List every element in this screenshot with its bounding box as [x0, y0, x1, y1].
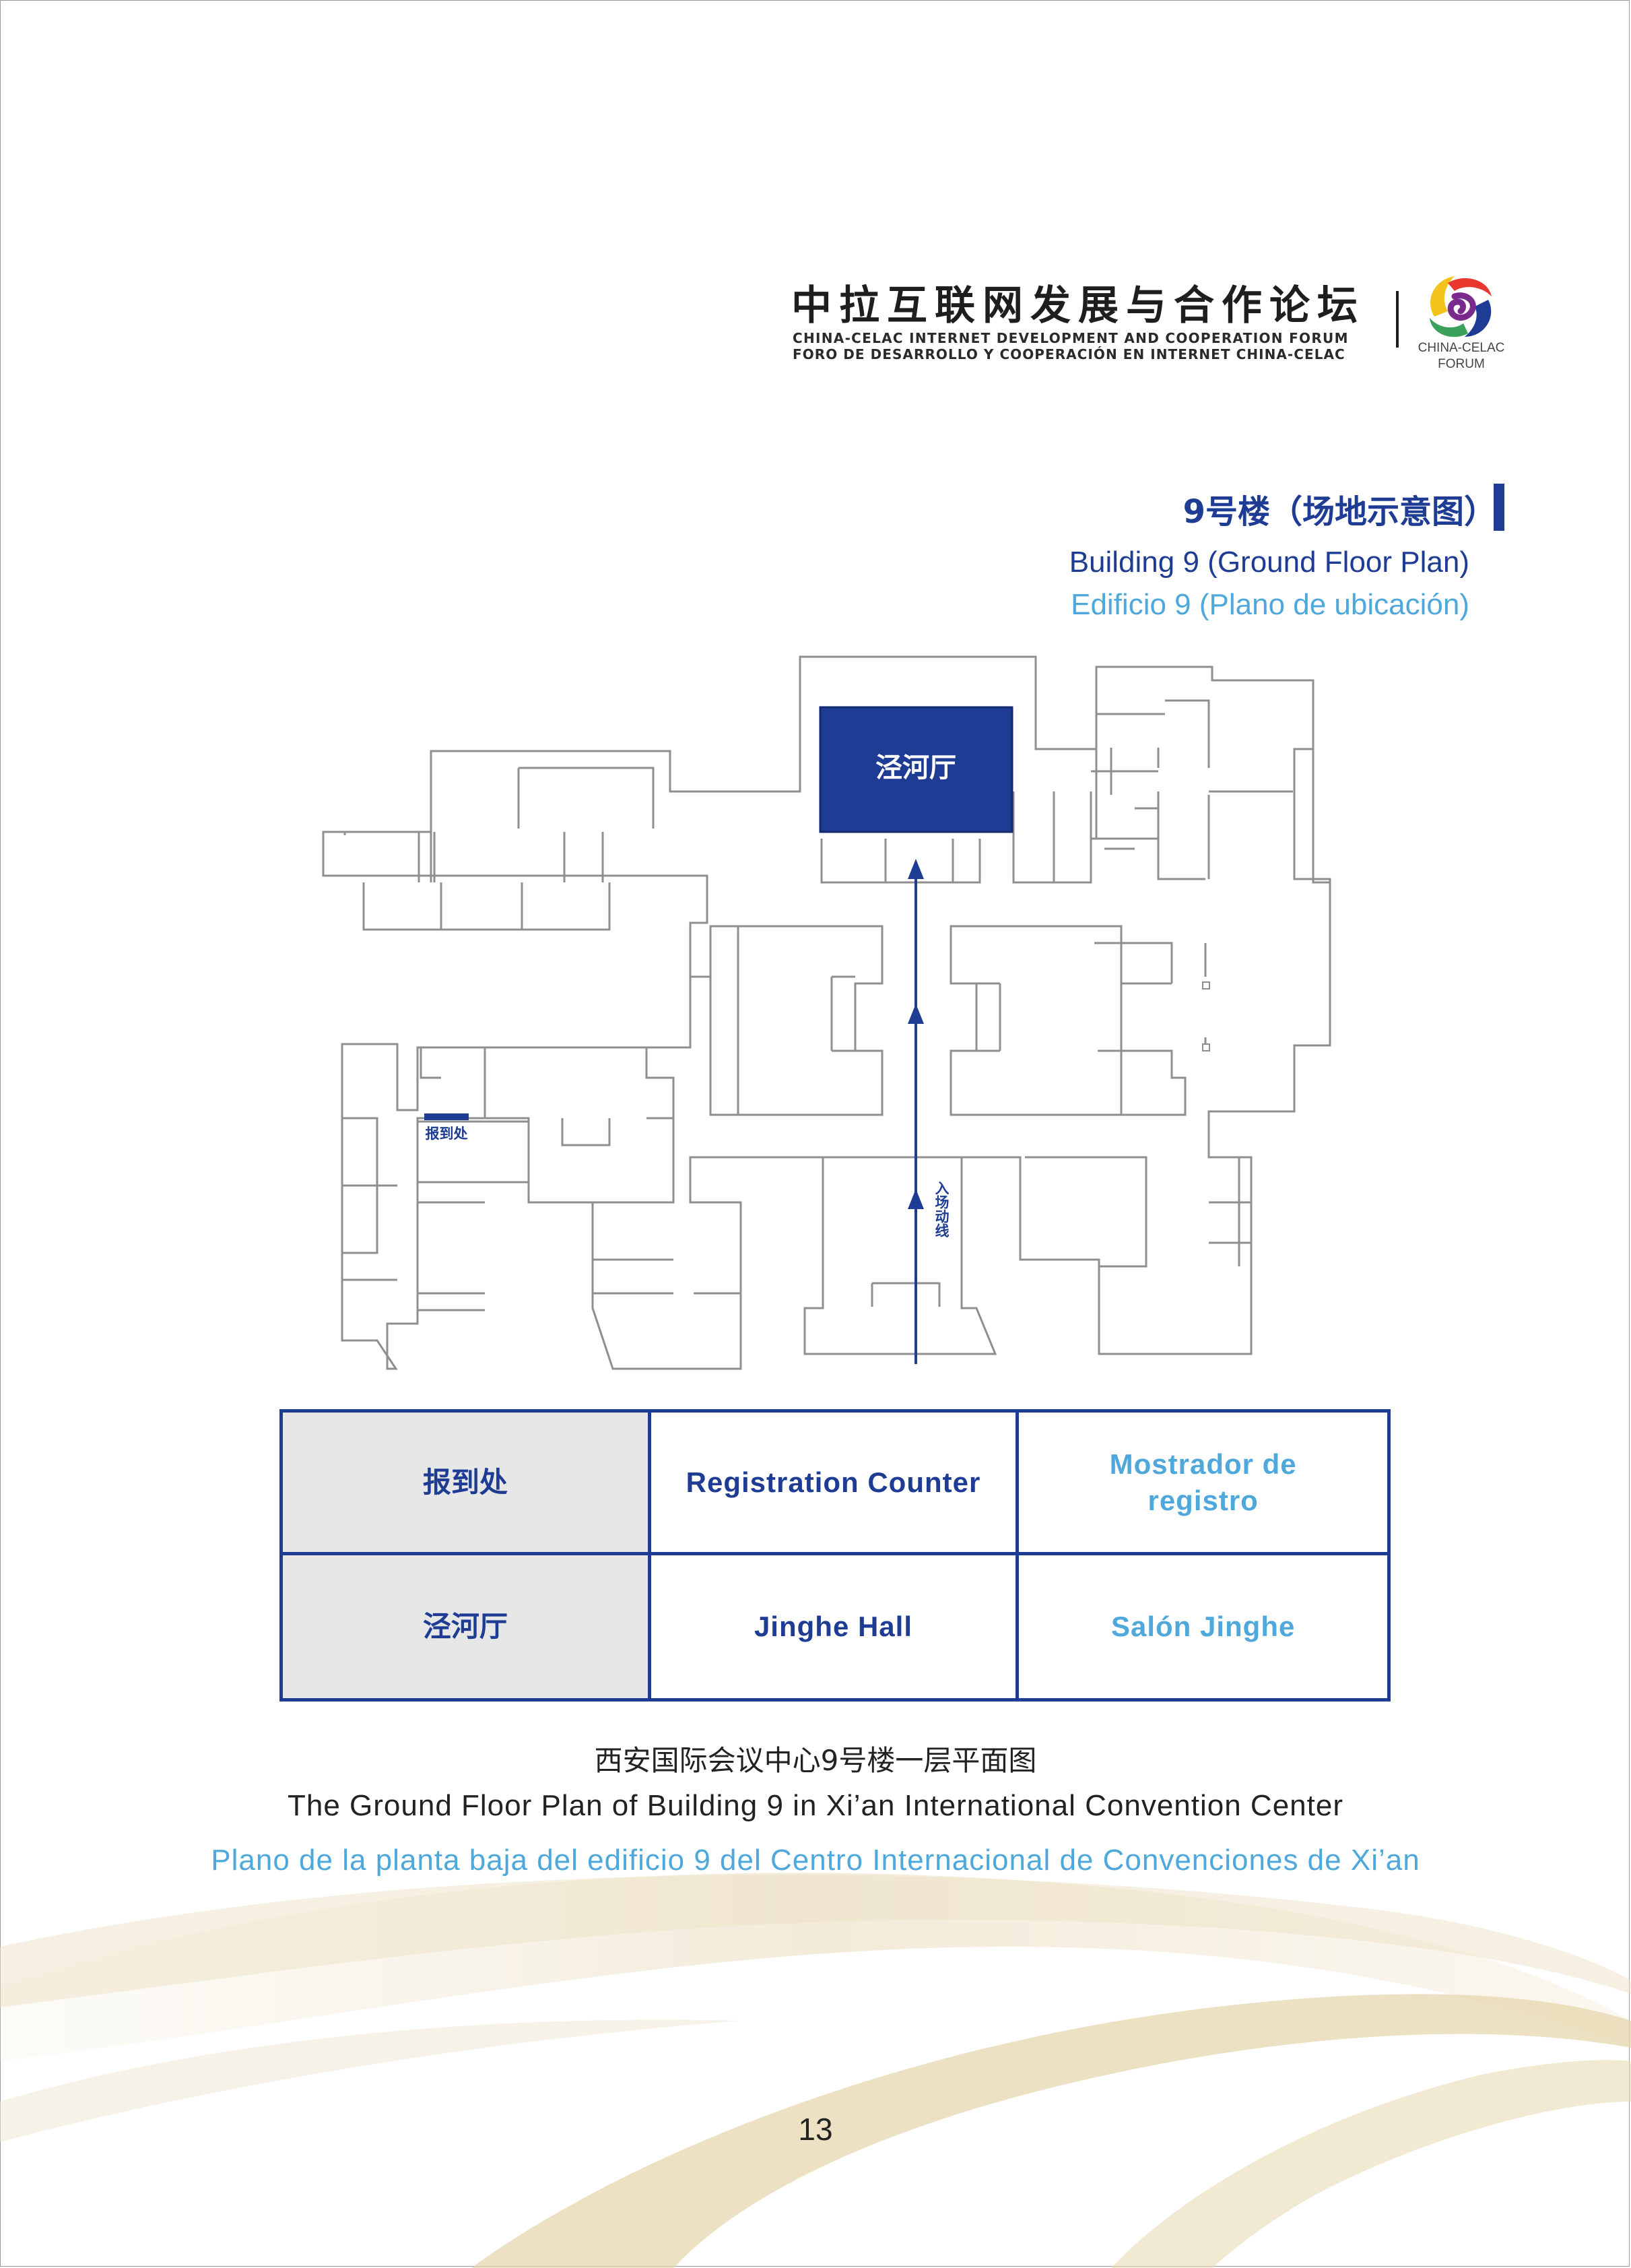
logo-caption: CHINA-CELAC FORUM	[1394, 340, 1529, 372]
forum-logo-icon	[1430, 276, 1492, 337]
section-title-chinese: 9号楼（场地示意图）	[1183, 493, 1496, 531]
entrance-route-arrow	[908, 859, 924, 1364]
forum-title-chinese: 中拉互联网发展与合作论坛	[791, 282, 1365, 329]
entrance-route-label: 入场动线	[933, 1181, 950, 1237]
jinghe-hall-label: 泾河厅	[875, 752, 956, 783]
floor-plan-markers	[1202, 981, 1210, 1051]
registration-counter-marker	[424, 1113, 469, 1120]
page-number: 13	[798, 2112, 833, 2147]
section-title-spanish: Edificio 9 (Plano de ubicación)	[1071, 588, 1469, 621]
legend-row2-spanish: Salón Jinghe	[1110, 1611, 1296, 1642]
caption-chinese: 西安国际会议中心9号楼一层平面图	[594, 1744, 1037, 1777]
forum-title-spanish: FORO DE DESARROLLO Y COOPERACIÓN EN INTE…	[793, 346, 1345, 362]
floor-plan-map: 泾河厅 报到处 入场动线	[322, 655, 1331, 1370]
legend-row2-english: Jinghe Hall	[651, 1555, 1020, 1698]
legend-row1-chinese: 报到处	[283, 1413, 651, 1555]
caption-english: The Ground Floor Plan of Building 9 in X…	[287, 1789, 1343, 1822]
section-title-english: Building 9 (Ground Floor Plan)	[1069, 546, 1469, 579]
jinghe-hall-room	[819, 706, 1013, 833]
header-divider	[1396, 291, 1399, 348]
legend-row1-spanish: Mostrador de registro	[1019, 1413, 1387, 1555]
legend-row1-english: Registration Counter	[651, 1413, 1020, 1555]
caption-spanish: Plano de la planta baja del edificio 9 d…	[211, 1844, 1420, 1877]
legend-row1-spanish-text: Mostrador de registro	[1109, 1448, 1297, 1516]
forum-title-english: CHINA-CELAC INTERNET DEVELOPMENT AND COO…	[793, 330, 1349, 346]
logo-caption-line1: CHINA-CELAC	[1418, 341, 1505, 355]
legend-table: 报到处 Registration Counter Mostrador de re…	[279, 1409, 1391, 1702]
registration-counter-label: 报到处	[426, 1126, 468, 1142]
logo-caption-line2: FORUM	[1438, 357, 1485, 371]
section-title-accent-bar	[1494, 484, 1504, 531]
decorative-swoosh	[0, 1873, 1631, 2268]
legend-row2-chinese: 泾河厅	[283, 1555, 651, 1698]
floor-plan-walls	[322, 655, 1331, 1370]
